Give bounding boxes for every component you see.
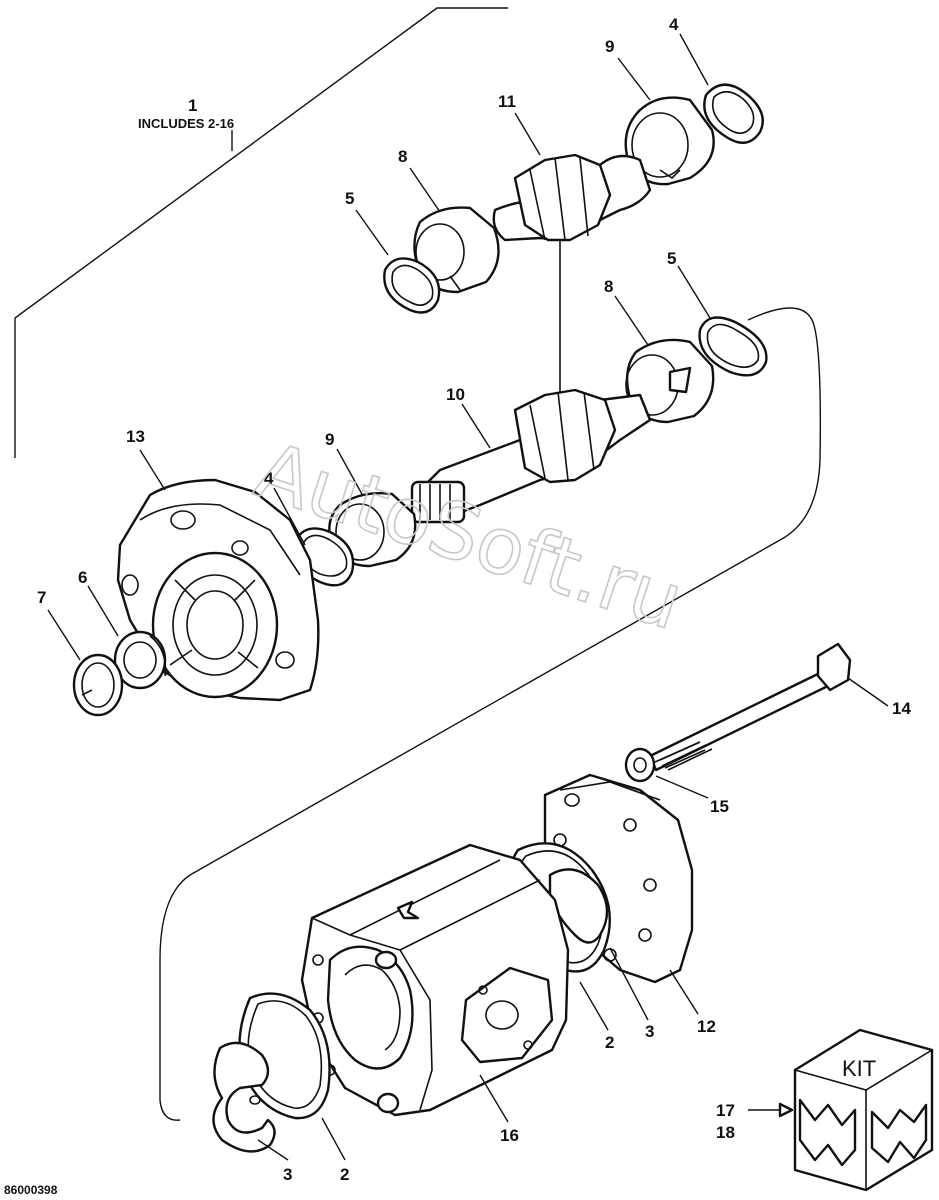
callout-12: 12 bbox=[697, 1017, 716, 1036]
seal-ring-lower-left bbox=[383, 257, 441, 314]
driven-gear bbox=[492, 153, 652, 395]
callout-18: 18 bbox=[716, 1123, 735, 1142]
callout-5-lower: 5 bbox=[667, 249, 676, 268]
callout-3-rear: 3 bbox=[645, 1022, 654, 1041]
callout-15: 15 bbox=[710, 797, 729, 816]
leader-lines bbox=[47, 33, 889, 1161]
callout-9-upper: 9 bbox=[605, 37, 614, 56]
bearing-block-middle-right bbox=[625, 338, 715, 424]
callout-17: 17 bbox=[716, 1101, 735, 1120]
kit-box-icon bbox=[793, 1028, 934, 1192]
seal-ring-upper-right bbox=[703, 83, 764, 144]
callout-8-upper: 8 bbox=[398, 147, 407, 166]
callout-7: 7 bbox=[37, 588, 46, 607]
callout-6: 6 bbox=[78, 568, 87, 587]
shaft-seal bbox=[113, 630, 167, 690]
front-cover bbox=[116, 478, 320, 702]
callout-1: 1 bbox=[188, 96, 197, 115]
callout-4-upper: 4 bbox=[669, 15, 679, 34]
callout-13: 13 bbox=[126, 427, 145, 446]
housing bbox=[300, 843, 570, 1117]
backup-ring-rear bbox=[548, 868, 609, 944]
callout-14: 14 bbox=[892, 699, 911, 718]
kit-label: KIT bbox=[842, 1056, 876, 1081]
assembly-path-line bbox=[159, 307, 822, 1121]
callout-10: 10 bbox=[446, 385, 465, 404]
callout-11: 11 bbox=[498, 92, 516, 111]
retaining-ring bbox=[72, 653, 124, 717]
bolt bbox=[648, 642, 852, 772]
backup-ring-front bbox=[212, 1041, 276, 1153]
callout-1-note: INCLUDES 2-16 bbox=[138, 116, 234, 131]
seal-ring-lower-right bbox=[698, 316, 768, 377]
callout-4-lower: 4 bbox=[264, 469, 274, 488]
assembly-bracket bbox=[14, 7, 508, 458]
washer bbox=[624, 747, 656, 783]
callout-2-front: 2 bbox=[340, 1165, 349, 1184]
callout-8-lower: 8 bbox=[604, 277, 613, 296]
callout-16: 16 bbox=[500, 1126, 519, 1145]
callout-2-rear: 2 bbox=[605, 1033, 614, 1052]
bearing-block-upper-left bbox=[413, 206, 500, 294]
callout-5-upper: 5 bbox=[345, 189, 354, 208]
callout-3-front: 3 bbox=[283, 1165, 292, 1184]
callout-9-lower: 9 bbox=[325, 430, 334, 449]
bearing-block-upper-right bbox=[624, 96, 715, 186]
reference-number: 86000398 bbox=[4, 1183, 58, 1197]
drive-gear-shaft bbox=[410, 388, 652, 524]
